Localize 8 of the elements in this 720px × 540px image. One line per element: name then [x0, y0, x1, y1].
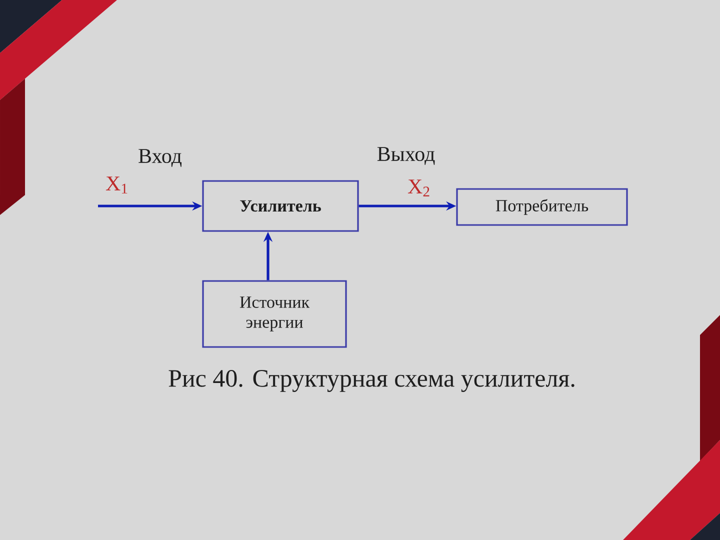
signal-label: Вход: [138, 149, 182, 167]
signal-label: Выход: [377, 147, 435, 165]
block-box: Потребитель: [456, 188, 628, 226]
block-box: Источник энергии: [202, 280, 347, 348]
block-box: Усилитель: [202, 180, 359, 232]
figure-caption: Рис 40. Структурная схема усилителя.: [168, 370, 574, 392]
edge-label: X$_{1}$: [106, 176, 128, 194]
edge-label: X$_{2}$: [408, 180, 430, 196]
